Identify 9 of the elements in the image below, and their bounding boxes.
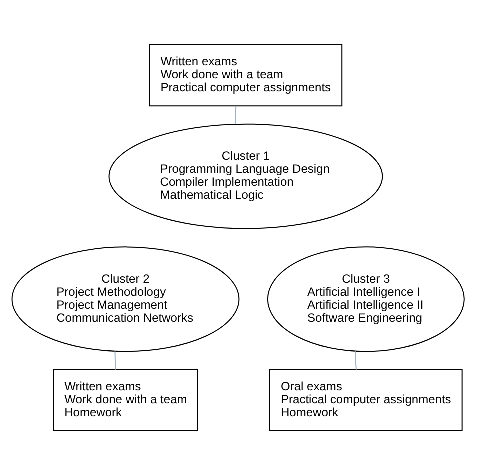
connector (114, 351, 116, 370)
connector (234, 106, 237, 125)
node-box: Written exams Work done with a team Homework (53, 369, 198, 432)
connector (355, 351, 357, 370)
node-box: Written exams Work done with a team Practical computer assignments (149, 44, 343, 107)
node-ellipse: Cluster 1 Programming Language Design Compiler Implementation Mathematical Logic (108, 124, 384, 230)
node-ellipse: Cluster 2 Project Methodology Project Management Communication Networks (12, 246, 240, 352)
node-box: Oral exams Practical computer assignments Homework (269, 369, 463, 432)
node-ellipse: Cluster 3 Artificial Intelligence I Artificial Intelligence II Software Engineering (267, 246, 465, 352)
